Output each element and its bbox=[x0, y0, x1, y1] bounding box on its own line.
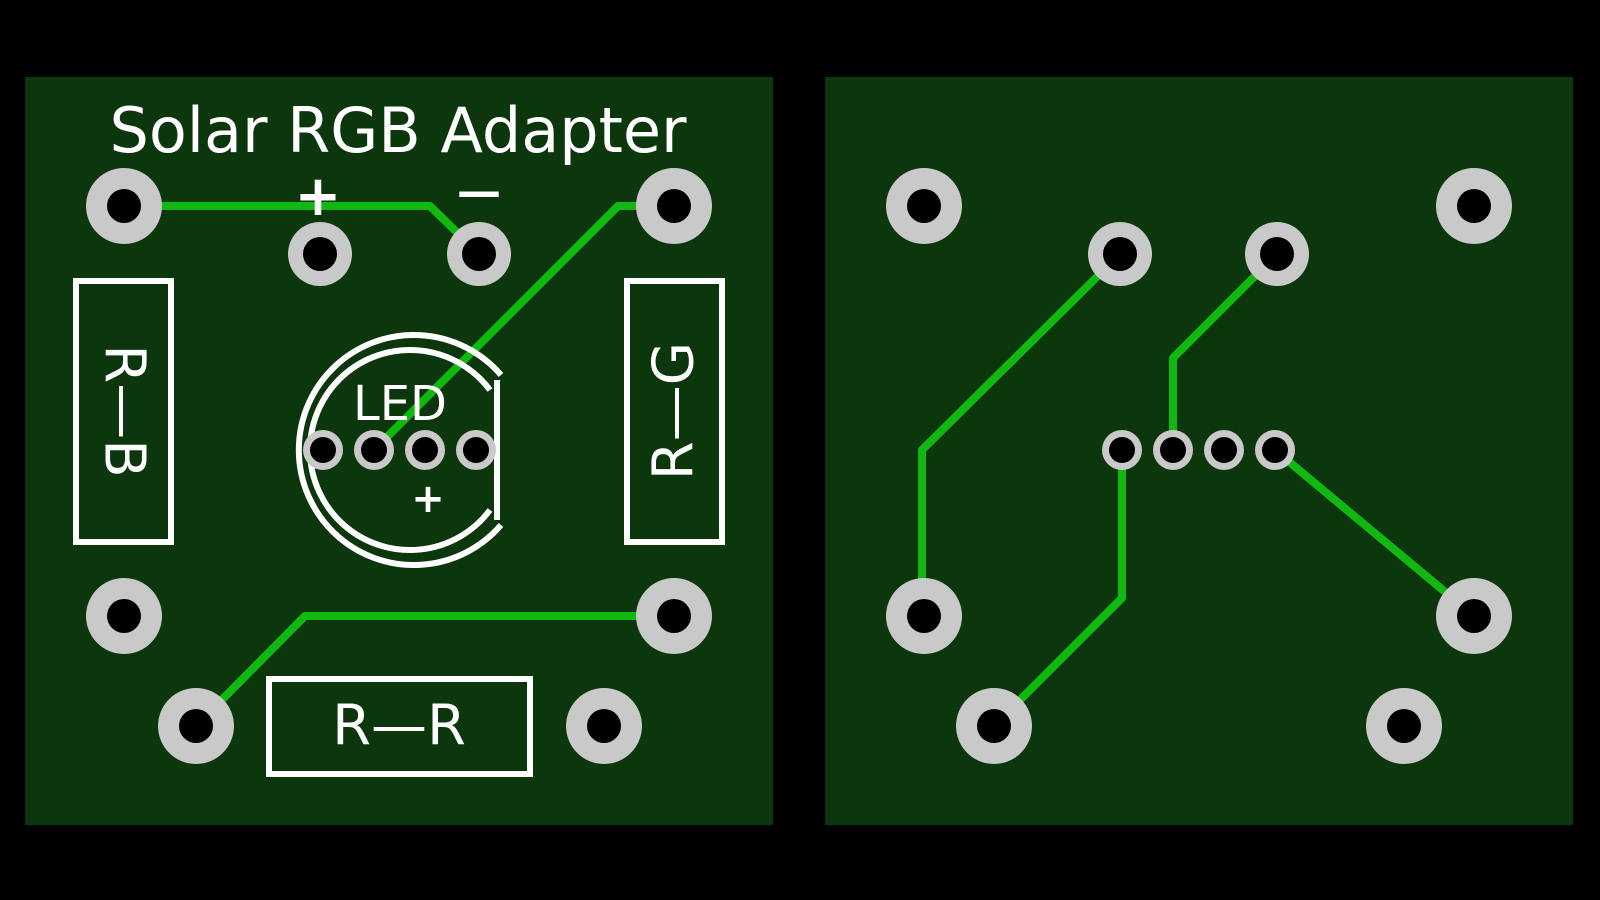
pad-b-bottom-right bbox=[1366, 688, 1442, 764]
trace-resistor-r bbox=[192, 612, 678, 730]
resistor-r-outline bbox=[266, 676, 533, 777]
pad-b-led-2 bbox=[1153, 430, 1193, 470]
pad-b-corner-bottom-left bbox=[886, 578, 962, 654]
trace-center-down bbox=[990, 446, 1126, 730]
top-silkscreen: Solar RGB Adapter + — LED + R—B R—G R—R bbox=[73, 94, 725, 777]
pad-led-1 bbox=[303, 430, 343, 470]
trace-left-long bbox=[918, 250, 1124, 620]
pad-corner-top-right bbox=[636, 168, 712, 244]
top-side-board: Solar RGB Adapter + — LED + R—B R—G R—R bbox=[25, 77, 773, 825]
pad-b-led-3 bbox=[1204, 430, 1244, 470]
top-pads bbox=[86, 168, 712, 764]
resistor-g-outline bbox=[624, 278, 725, 545]
pad-b-led-1 bbox=[1102, 430, 1142, 470]
bottom-pads bbox=[886, 168, 1512, 764]
pad-led-4 bbox=[456, 430, 496, 470]
pad-plus bbox=[288, 222, 352, 286]
plus-label: + bbox=[295, 164, 342, 229]
bottom-side-board bbox=[825, 77, 1573, 825]
resistor-g-label: R—G bbox=[642, 342, 707, 480]
led-polarity-label: + bbox=[411, 476, 445, 522]
resistor-r-label: R—R bbox=[332, 694, 466, 759]
pad-b-corner-top-left bbox=[886, 168, 962, 244]
pad-b-upper-left bbox=[1088, 222, 1152, 286]
bottom-traces bbox=[918, 250, 1478, 730]
pad-led-3 bbox=[405, 430, 445, 470]
pad-b-led-4 bbox=[1255, 430, 1295, 470]
resistor-b-outline bbox=[73, 278, 174, 545]
pad-corner-top-left bbox=[86, 168, 162, 244]
pad-resistor-r-right bbox=[566, 688, 642, 764]
pad-b-bottom-left bbox=[956, 688, 1032, 764]
pad-b-corner-bottom-right bbox=[1436, 578, 1512, 654]
trace-right-diagonal bbox=[1271, 446, 1478, 620]
pad-corner-bottom-right bbox=[636, 578, 712, 654]
pad-b-corner-top-right bbox=[1436, 168, 1512, 244]
pad-led-2 bbox=[354, 430, 394, 470]
led-label: LED bbox=[353, 376, 447, 432]
minus-label: — bbox=[457, 166, 501, 217]
board-title: Solar RGB Adapter bbox=[109, 94, 687, 167]
trace-center-up bbox=[1169, 250, 1281, 454]
pad-minus bbox=[447, 222, 511, 286]
resistor-b-label: R—B bbox=[92, 344, 157, 477]
led-outline-outer bbox=[295, 332, 504, 568]
pad-corner-bottom-left bbox=[86, 578, 162, 654]
pad-resistor-r-left bbox=[158, 688, 234, 764]
pad-b-upper-right bbox=[1245, 222, 1309, 286]
